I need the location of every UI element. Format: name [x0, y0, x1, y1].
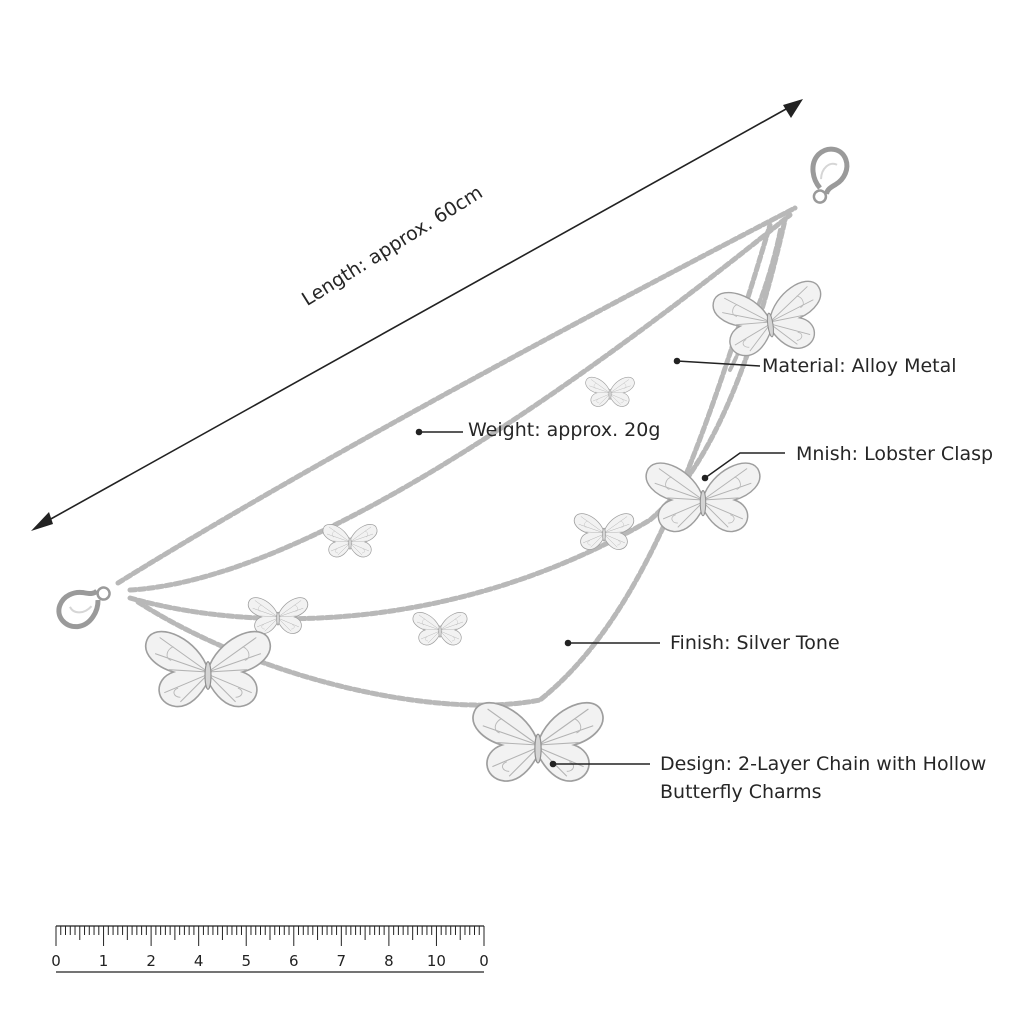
butterfly-charm-icon — [144, 630, 272, 708]
ruler-label: 0 — [51, 952, 61, 970]
butterfly-charm-icon — [472, 701, 604, 782]
butterfly-charm-icon — [412, 612, 468, 646]
ruler-label: 2 — [146, 952, 156, 970]
ruler-label: 7 — [337, 952, 347, 970]
ruler-label: 4 — [194, 952, 204, 970]
ruler-icon: 0 1 2 4 5 6 7 8 10 0 — [51, 925, 489, 973]
butterfly-charm-icon — [710, 278, 829, 361]
callout-leaders — [415, 357, 785, 768]
clasp-callout: Mnish: Lobster Clasp — [796, 443, 994, 465]
finish-callout: Finish: Silver Tone — [670, 632, 840, 654]
butterfly-charm-icon — [322, 524, 378, 558]
butterfly-charm-icon — [585, 376, 635, 407]
weight-callout: Weight: approx. 20g — [468, 419, 661, 441]
lobster-clasp-icon — [55, 575, 112, 634]
ruler-label: 6 — [289, 952, 299, 970]
butterfly-charm-icon — [645, 462, 761, 533]
lobster-clasp-icon — [800, 145, 857, 204]
dimension-arrow-icon — [31, 99, 803, 531]
ruler-label: 8 — [384, 952, 394, 970]
ruler-label: 0 — [479, 952, 489, 970]
butterfly-charm-icon — [247, 597, 309, 634]
ruler-label: 10 — [427, 952, 446, 970]
ruler-label: 1 — [99, 952, 109, 970]
ruler-label: 5 — [241, 952, 251, 970]
design-callout: Design: 2-Layer Chain with Hollow Butter… — [660, 753, 987, 803]
material-callout: Material: Alloy Metal — [762, 355, 957, 377]
